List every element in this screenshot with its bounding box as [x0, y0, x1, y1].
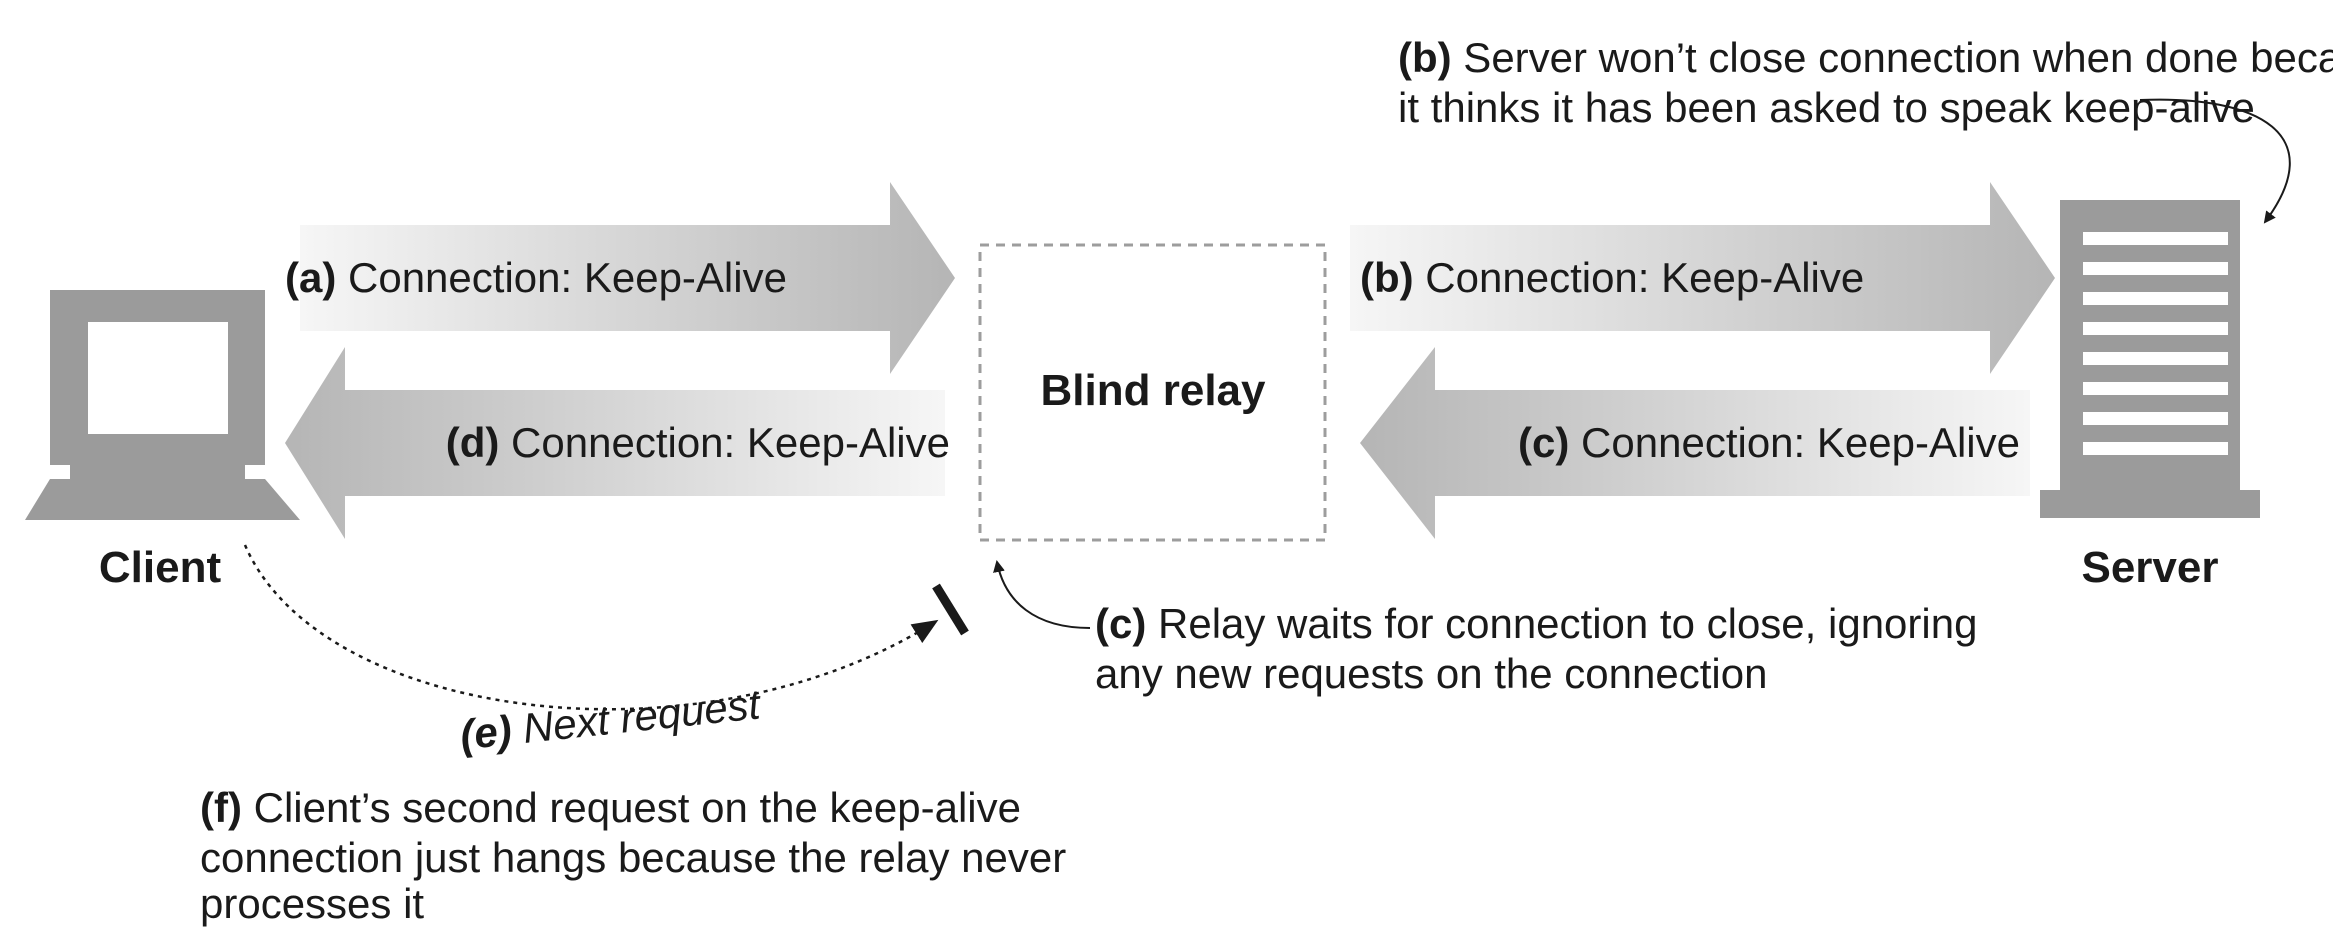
- arrow-c-server-to-relay: [1360, 347, 2030, 539]
- next-request-dotted-arrow: [243, 544, 939, 711]
- arrow-d-label: (d) Connection: Keep-Alive: [446, 419, 950, 466]
- computer-monitor-icon: [25, 290, 300, 520]
- note-b-pointer-arrow: [2139, 98, 2291, 224]
- note-b-tag: (b): [1398, 34, 1452, 81]
- blocked-request-bar: [932, 583, 969, 636]
- note-c-line-2: any new requests on the connection: [1095, 650, 1767, 697]
- arrow-c-label: (c) Connection: Keep-Alive: [1518, 419, 2020, 466]
- blind-relay-label: Blind relay: [1041, 366, 1266, 415]
- arrow-d-tag: (d): [446, 419, 500, 466]
- arrow-c-text: Connection: Keep-Alive: [1569, 419, 2020, 466]
- server-rack-icon: [2040, 200, 2260, 518]
- arrow-b-relay-to-server: [1350, 182, 2055, 374]
- arrow-d-text: Connection: Keep-Alive: [499, 419, 950, 466]
- arrow-d-relay-to-client: [285, 347, 945, 539]
- note-f-tag: (f): [200, 784, 242, 831]
- arrow-b-tag: (b): [1360, 254, 1414, 301]
- arrow-a-tag: (a): [285, 254, 336, 301]
- note-c-line-1: (c) Relay waits for connection to close,…: [1095, 600, 1977, 647]
- client-label: Client: [99, 543, 222, 592]
- note-f-line-1: (f) Client’s second request on the keep-…: [200, 784, 1021, 831]
- arrow-a-label: (a) Connection: Keep-Alive: [285, 254, 787, 301]
- note-f-line-2: connection just hangs because the relay …: [200, 834, 1066, 881]
- note-f-line-3: processes it: [200, 880, 424, 927]
- note-c-tag: (c): [1095, 600, 1146, 647]
- arrow-b-label: (b) Connection: Keep-Alive: [1360, 254, 1864, 301]
- arrow-c-tag: (c): [1518, 419, 1569, 466]
- note-f-text: Client’s second request on the keep-aliv…: [242, 784, 1021, 831]
- note-c-text: Relay waits for connection to close, ign…: [1146, 600, 1977, 647]
- arrow-e-text: Next request: [509, 680, 765, 753]
- note-b-line-1: (b) Server won’t close connection when d…: [1398, 34, 2333, 81]
- arrow-e-tag: (e): [458, 706, 514, 758]
- server-label: Server: [2081, 543, 2218, 592]
- note-b-text: Server won’t close connection when done …: [1452, 34, 2333, 81]
- arrow-a-text: Connection: Keep-Alive: [336, 254, 787, 301]
- arrow-a-client-to-relay: [300, 182, 955, 374]
- arrow-e-label: (e) Next request: [458, 680, 765, 758]
- note-c-pointer-arrow: [993, 560, 1091, 629]
- note-b-line-2: it thinks it has been asked to speak kee…: [1398, 84, 2255, 131]
- arrow-b-text: Connection: Keep-Alive: [1414, 254, 1865, 301]
